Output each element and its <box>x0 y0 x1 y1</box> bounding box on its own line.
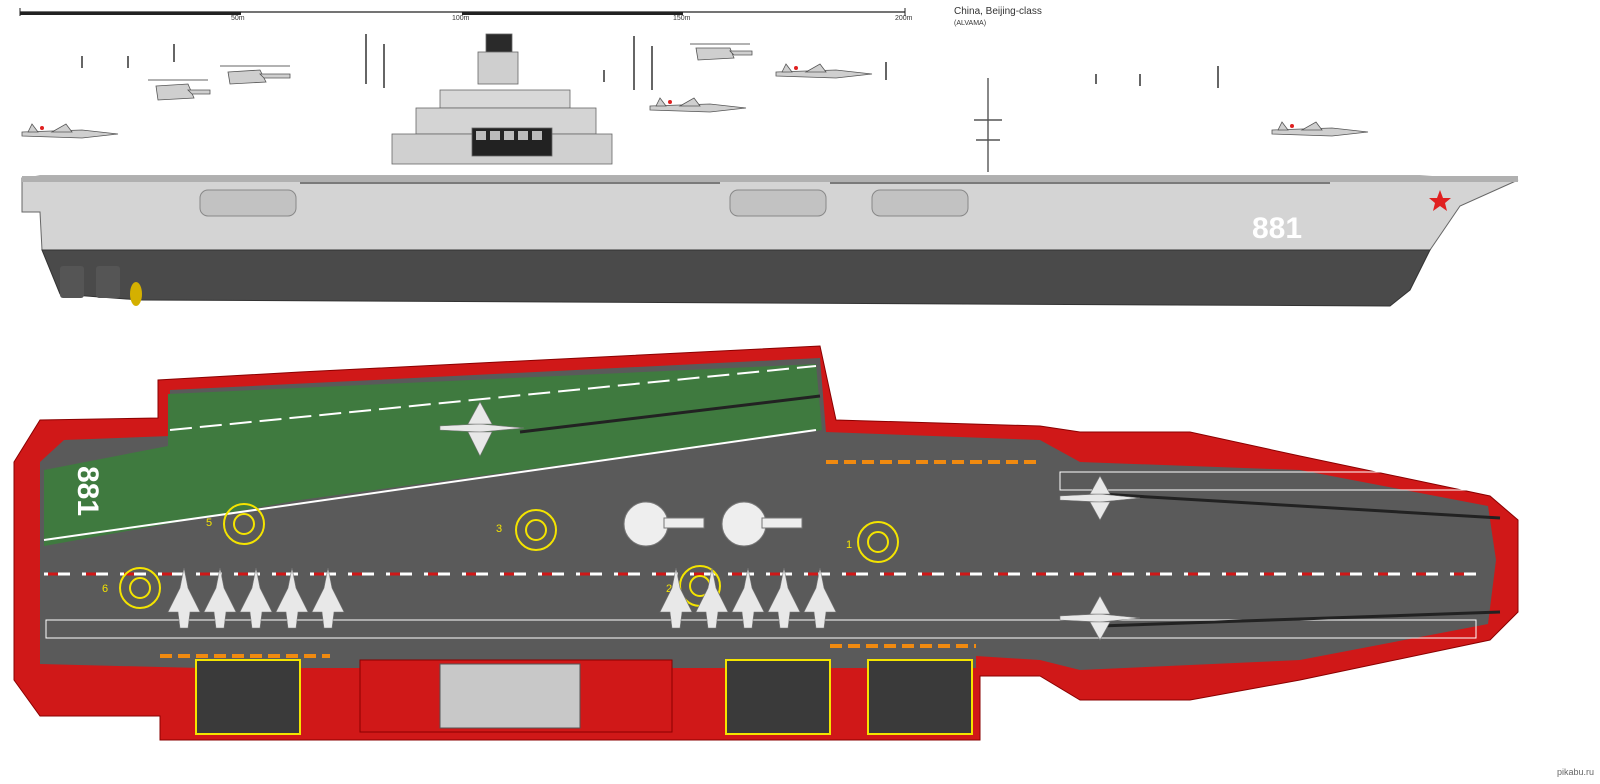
aircraft-lineup <box>21 34 1369 139</box>
island-superstructure <box>391 33 613 165</box>
helicopter-icon <box>220 65 291 85</box>
spot-number: 1 <box>846 539 852 551</box>
drawing-title: China, Beijing-class <box>954 6 1042 17</box>
rudder-icon <box>96 266 120 298</box>
spot-number: 3 <box>496 523 502 535</box>
deck-elevators <box>195 659 973 735</box>
elevator-markings <box>160 460 1040 658</box>
catapult-tracks <box>519 394 1501 628</box>
angled-deck-landing-area <box>44 364 822 546</box>
spot-number: 2 <box>666 583 672 595</box>
scale-tick-200: 200m <box>895 15 913 22</box>
fighter-jet-icon <box>775 63 873 79</box>
helicopter-icon <box>690 43 753 61</box>
porthole-row <box>300 182 1330 184</box>
drawing-subtitle: (ALVAMA) <box>954 20 987 27</box>
spot-number: 6 <box>102 583 108 595</box>
credit-watermark: pikabu.ru <box>1556 767 1594 777</box>
scale-bar: 50m 100m 150m 200m <box>19 8 913 22</box>
parking-strips <box>45 471 1481 639</box>
scale-tick-50: 50m <box>231 15 245 22</box>
ship-side-profile: 881 <box>21 33 1519 307</box>
lower-hull <box>41 249 1431 307</box>
propeller-icon <box>130 282 142 306</box>
fighter-jet-icon <box>21 123 119 139</box>
hangar-openings <box>199 189 969 217</box>
fighter-jet-icon <box>1271 121 1369 137</box>
fighter-jet-icon <box>649 97 747 113</box>
mast-icon <box>974 78 1002 172</box>
red-star-icon <box>1429 190 1451 211</box>
scale-tick-100: 100m <box>452 15 470 22</box>
helicopter-spots <box>119 503 899 609</box>
parked-fighters <box>167 401 1141 641</box>
aew-helicopter-icon <box>623 501 803 547</box>
missile-icon <box>81 34 1219 90</box>
spot-number: 5 <box>206 517 212 529</box>
rudder-icon <box>60 266 84 298</box>
helicopter-icon <box>148 79 211 101</box>
profile-hull-number: 881 <box>1252 212 1302 245</box>
ship-deck-plan: 5 3 1 6 2 881 <box>13 345 1519 741</box>
scale-tick-150: 150m <box>673 15 691 22</box>
deck-hull-number: 881 <box>71 466 104 516</box>
